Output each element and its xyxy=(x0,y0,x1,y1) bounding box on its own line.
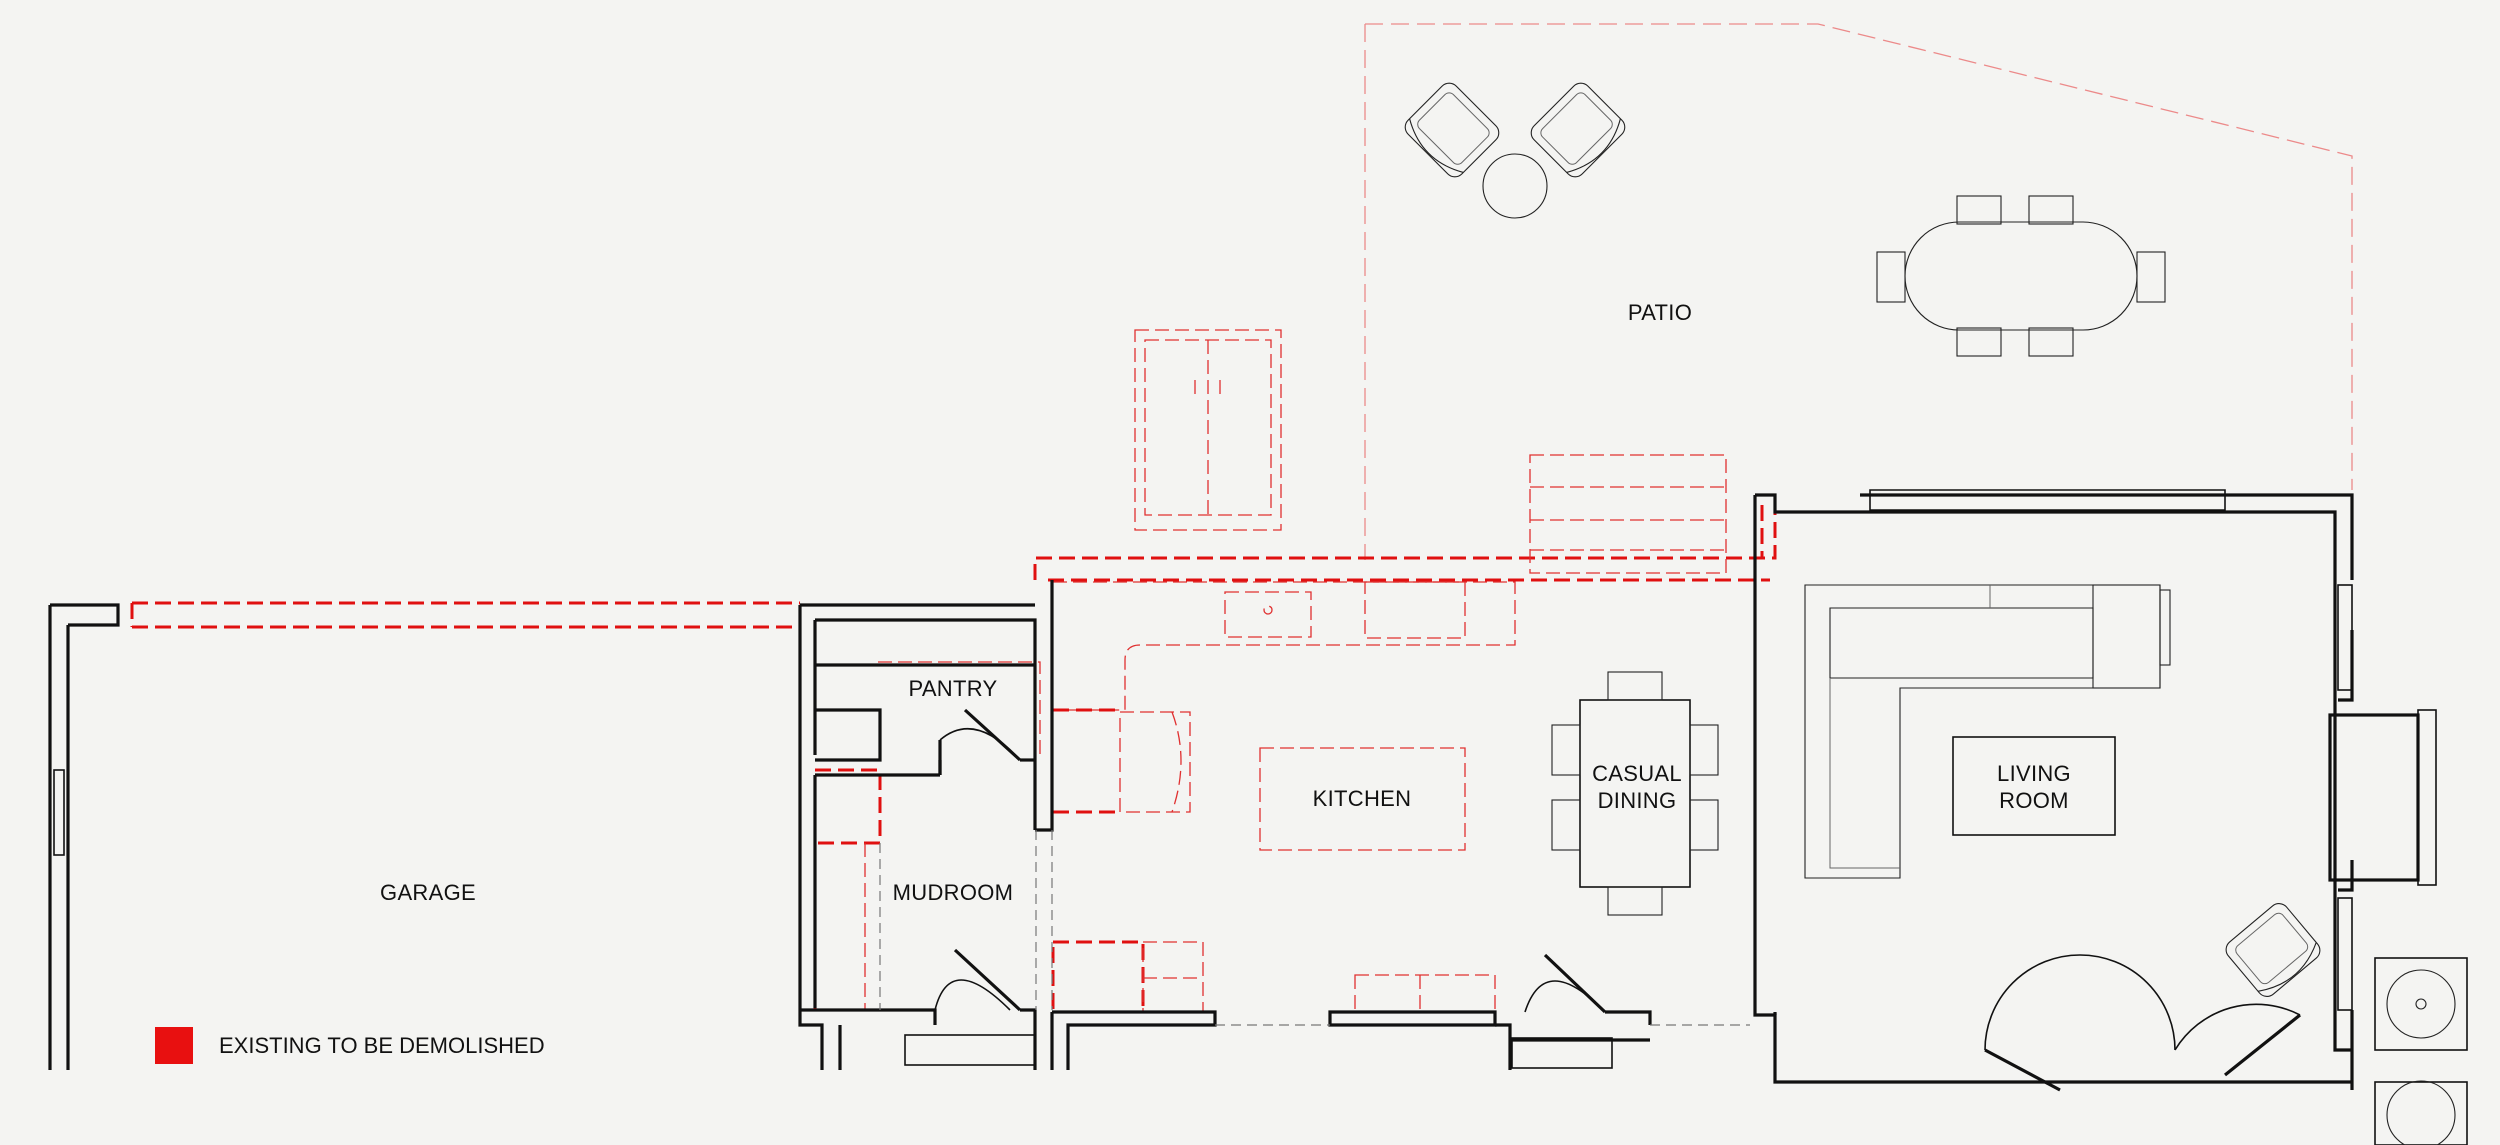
room-label-mudroom: MUDROOM xyxy=(893,880,1014,905)
doors xyxy=(934,708,2301,1092)
room-label-casual-dining-2: DINING xyxy=(1598,788,1677,813)
casual-dining-table xyxy=(1551,671,1719,916)
legend: EXISTING TO BE DEMOLISHED xyxy=(155,1027,545,1064)
patio-outline xyxy=(1364,23,2353,560)
legend-swatch xyxy=(155,1027,193,1064)
room-label-kitchen: KITCHEN xyxy=(1313,786,1412,811)
legend-label: EXISTING TO BE DEMOLISHED xyxy=(219,1033,545,1058)
patio-lounge-set xyxy=(1404,82,1626,219)
living-armchair xyxy=(2225,903,2321,997)
room-label-living-room-1: LIVING xyxy=(1997,761,2071,786)
room-label-casual-dining-1: CASUAL xyxy=(1592,761,1682,786)
room-label-living-room-2: ROOM xyxy=(1999,788,2069,813)
room-label-garage: GARAGE xyxy=(380,880,476,905)
walls xyxy=(48,489,2437,1090)
demolition-elements xyxy=(130,329,1777,1014)
appliances xyxy=(2374,957,2468,1145)
patio-dining-table xyxy=(1876,195,2166,357)
room-label-pantry: PANTRY xyxy=(908,676,997,701)
living-room-sectional xyxy=(1804,584,2171,879)
room-label-patio: PATIO xyxy=(1628,300,1692,325)
